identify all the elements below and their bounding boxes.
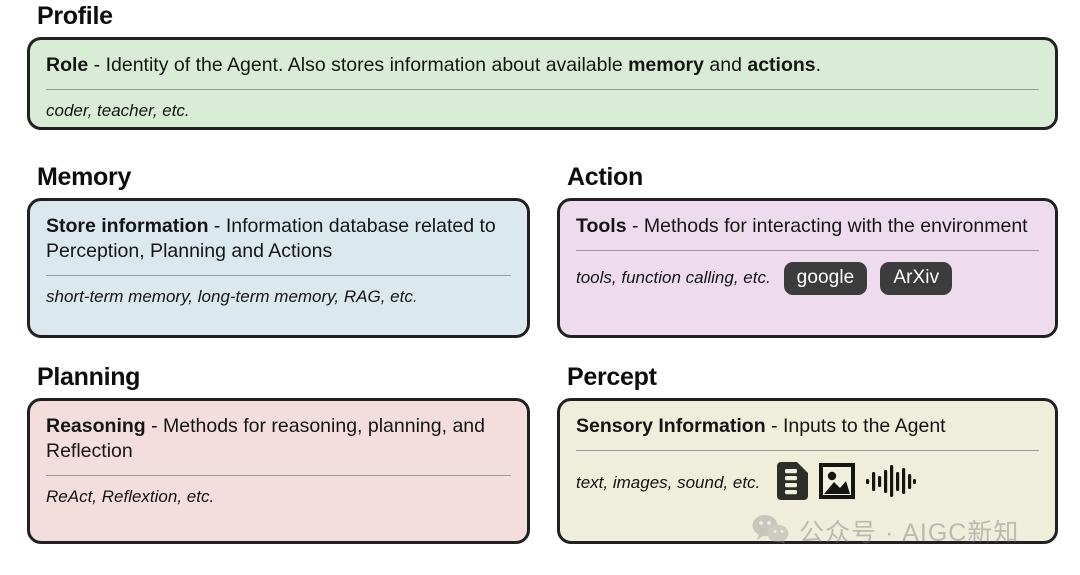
- section-planning: Planning Reasoning - Methods for reasoni…: [27, 365, 530, 544]
- card-footer-action: tools, function calling, etc. google ArX…: [576, 261, 1039, 295]
- card-description-planning: Reasoning - Methods for reasoning, plann…: [46, 414, 511, 464]
- card-divider-action: [576, 249, 1039, 251]
- sound-wave-icon: [866, 463, 917, 504]
- examples-action: tools, function calling, etc.: [576, 268, 771, 288]
- card-memory: Store information - Information database…: [27, 198, 530, 338]
- card-footer-percept: text, images, sound, etc.: [576, 461, 1039, 505]
- desc-bold-profile-actions: actions: [747, 54, 816, 76]
- section-percept: Percept Sensory Information - Inputs to …: [557, 365, 1058, 544]
- section-memory: Memory Store information - Information d…: [27, 165, 530, 338]
- card-description-profile: Role - Identity of the Agent. Also store…: [46, 53, 1039, 78]
- tool-chip-arxiv[interactable]: ArXiv: [880, 261, 953, 295]
- section-action: Action Tools - Methods for interacting w…: [557, 165, 1058, 338]
- examples-percept: text, images, sound, etc.: [576, 473, 761, 493]
- card-percept: Sensory Information - Inputs to the Agen…: [557, 398, 1058, 544]
- card-divider-memory: [46, 274, 511, 276]
- term-memory: Store information: [46, 215, 209, 237]
- card-footer-memory: short-term memory, long-term memory, RAG…: [46, 287, 511, 307]
- desc-text-planning: - Methods for reasoning, planning, and R…: [46, 415, 485, 462]
- card-action: Tools - Methods for interacting with the…: [557, 198, 1058, 338]
- card-divider-profile: [46, 88, 1039, 90]
- card-footer-profile: coder, teacher, etc.: [46, 101, 1039, 121]
- examples-profile: coder, teacher, etc.: [46, 100, 190, 120]
- image-icon: [819, 462, 856, 504]
- section-profile: Profile Role - Identity of the Agent. Al…: [27, 4, 1058, 130]
- desc-bold-profile-memory: memory: [628, 54, 704, 76]
- section-title-percept: Percept: [567, 363, 657, 391]
- card-description-memory: Store information - Information database…: [46, 214, 511, 264]
- examples-planning: ReAct, Reflextion, etc.: [46, 486, 215, 506]
- card-description-action: Tools - Methods for interacting with the…: [576, 214, 1039, 239]
- section-title-memory: Memory: [37, 163, 132, 191]
- document-icon: [777, 461, 809, 505]
- term-action: Tools: [576, 215, 627, 237]
- term-profile: Role: [46, 54, 89, 76]
- card-divider-percept: [576, 449, 1039, 451]
- section-title-profile: Profile: [37, 2, 113, 30]
- card-planning: Reasoning - Methods for reasoning, plann…: [27, 398, 530, 544]
- term-percept: Sensory Information: [576, 415, 766, 437]
- tool-chip-google[interactable]: google: [783, 261, 868, 295]
- term-planning: Reasoning: [46, 415, 146, 437]
- section-title-planning: Planning: [37, 363, 141, 391]
- section-title-action: Action: [567, 163, 643, 191]
- desc-text-action: - Methods for interacting with the envir…: [626, 215, 1028, 237]
- card-footer-planning: ReAct, Reflextion, etc.: [46, 487, 511, 507]
- desc-text-memory: - Information database related to Percep…: [46, 215, 496, 262]
- examples-memory: short-term memory, long-term memory, RAG…: [46, 286, 418, 306]
- desc-text-profile-3: .: [815, 54, 822, 76]
- desc-text-profile-2: and: [703, 54, 748, 76]
- percept-icon-row: [777, 461, 917, 505]
- card-profile: Role - Identity of the Agent. Also store…: [27, 37, 1058, 130]
- card-description-percept: Sensory Information - Inputs to the Agen…: [576, 414, 1039, 439]
- desc-text-profile-1: - Identity of the Agent. Also stores inf…: [88, 54, 629, 76]
- card-divider-planning: [46, 474, 511, 476]
- desc-text-percept: - Inputs to the Agent: [765, 415, 946, 437]
